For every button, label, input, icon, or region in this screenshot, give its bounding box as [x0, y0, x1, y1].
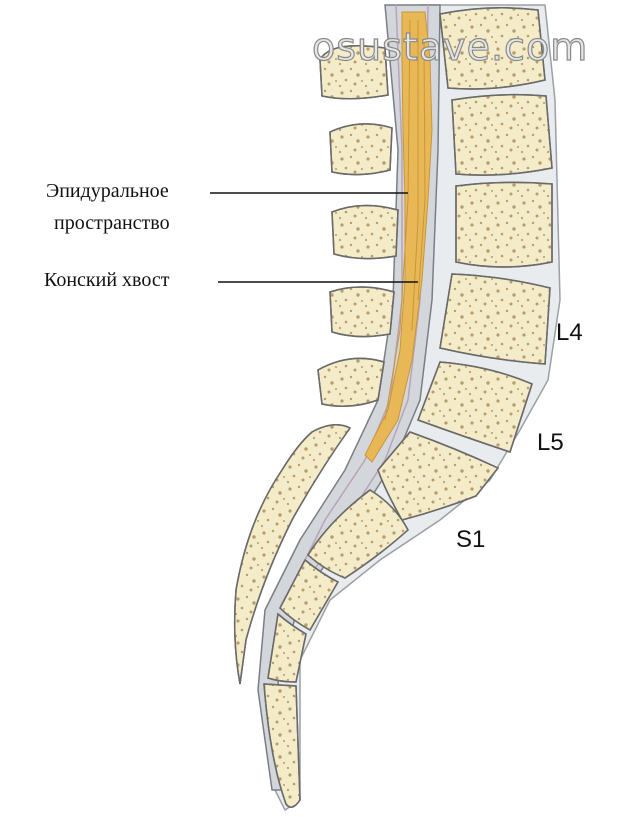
watermark-text: osustave.com — [312, 25, 588, 69]
label-cauda-equina: Конский хвост — [44, 269, 170, 291]
label-s1: S1 — [456, 526, 485, 553]
label-l5: L5 — [537, 429, 564, 456]
label-epidural-line1: Эпидуральное — [46, 180, 169, 202]
label-l4: L4 — [556, 319, 583, 346]
label-epidural-line2: пространство — [54, 212, 170, 234]
